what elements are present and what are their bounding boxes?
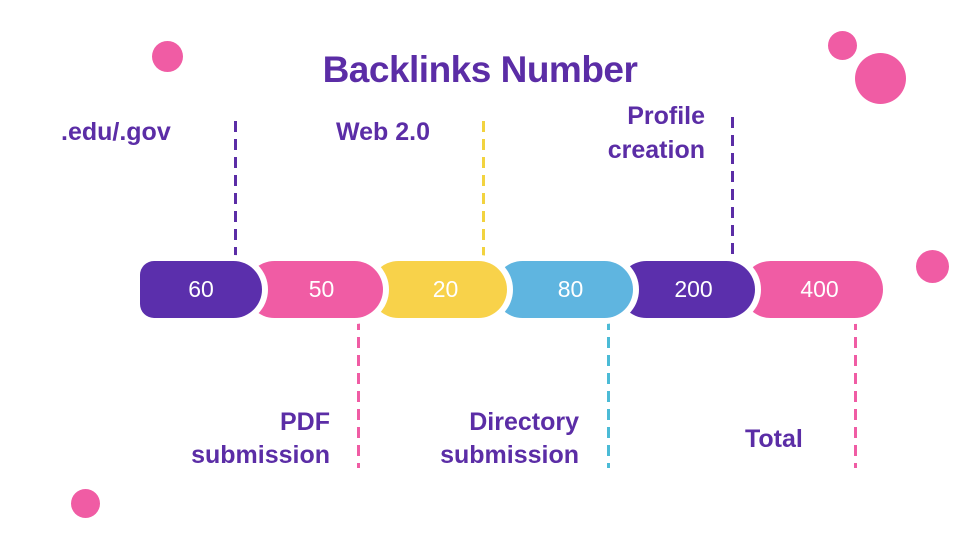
leader-line-profile-creation xyxy=(731,117,734,262)
decor-circle-bottom-left xyxy=(71,489,100,518)
segment-value: 80 xyxy=(557,276,584,302)
category-label-edu-gov: .edu/.gov xyxy=(61,118,171,146)
segment-value: 400 xyxy=(800,276,839,302)
category-label-web-2-0: Web 2.0 xyxy=(336,118,431,146)
leader-line-pdf-submission xyxy=(357,319,360,468)
leader-line-directory-submission xyxy=(607,319,610,468)
segmented-bar: 60 50 20 80 200 400 xyxy=(0,261,960,318)
leader-line-edu-gov xyxy=(234,121,237,262)
segment-value: 20 xyxy=(432,276,459,302)
decor-circle-mid-right xyxy=(916,250,949,283)
category-label-profile-creation: Profile creation xyxy=(607,102,705,164)
bar-segment-edu-gov: 60 xyxy=(140,261,262,318)
category-label-directory-submission: Directory submission xyxy=(440,408,579,469)
decor-circle-top-left xyxy=(152,41,183,72)
bar-segment-pdf-submission: 50 xyxy=(246,261,383,318)
leader-line-total xyxy=(854,319,857,468)
leader-line-web-2-0 xyxy=(482,121,485,262)
segment-value: 200 xyxy=(674,276,713,302)
bar-segment-directory-submission: 80 xyxy=(494,261,633,318)
category-label-total: Total xyxy=(745,425,803,453)
segment-value: 50 xyxy=(308,276,335,302)
decor-circle-top-right-large xyxy=(855,53,906,104)
chart-title: Backlinks Number xyxy=(322,49,638,90)
bar-segment-profile-creation: 200 xyxy=(618,261,755,318)
bar-segment-web-2-0: 20 xyxy=(370,261,507,318)
decor-circle-top-right-small xyxy=(828,31,857,60)
bar-segment-total: 400 xyxy=(742,261,883,318)
segment-value: 60 xyxy=(188,276,214,302)
category-label-pdf-submission: PDF submission xyxy=(191,408,330,469)
